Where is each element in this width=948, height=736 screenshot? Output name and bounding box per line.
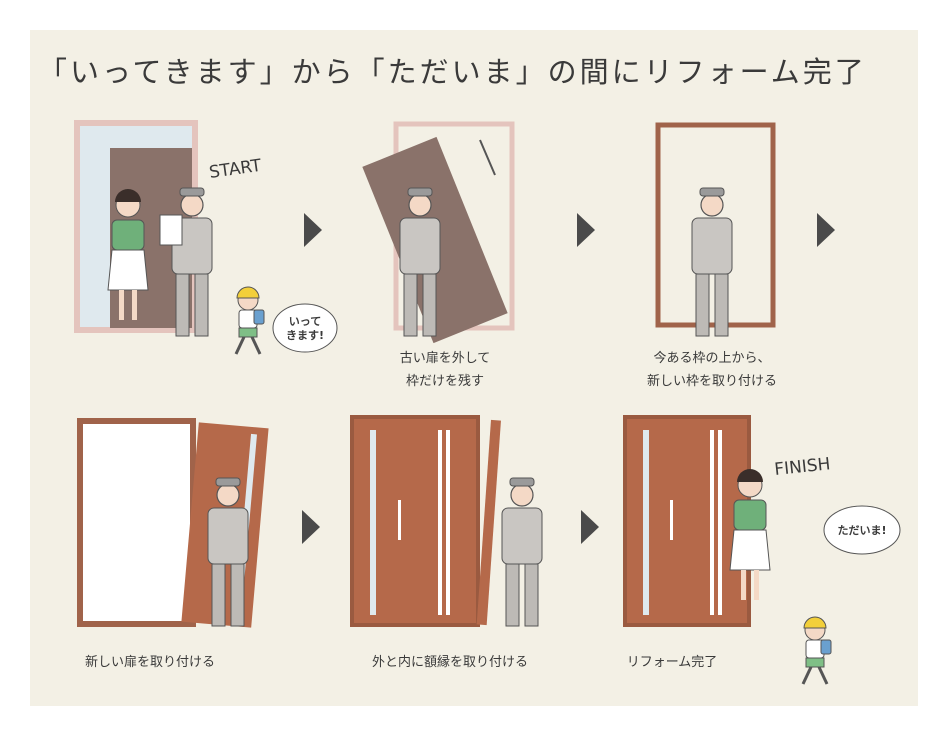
step-1-illustration: START いって きます! <box>74 120 338 356</box>
step-4-caption: 新しい扉を取り付ける <box>85 654 215 670</box>
arrow-right-icon <box>304 213 322 247</box>
step-3-caption-line2: 新しい枠を取り付ける <box>647 373 777 389</box>
step-3-caption-line1: 今ある枠の上から、 <box>653 350 770 366</box>
step-3-illustration <box>655 122 776 337</box>
bubble-leaving-line2: きます! <box>286 329 324 342</box>
step-5-caption: 外と内に額縁を取り付ける <box>372 654 528 670</box>
step-4-illustration <box>77 418 269 628</box>
step-6-caption: リフォーム完了 <box>627 655 718 670</box>
arrow-right-icon <box>817 213 835 247</box>
step-2-caption-line2: 枠だけを残す <box>406 374 484 389</box>
arrow-right-icon <box>581 510 599 544</box>
speech-bubble-leaving <box>272 303 338 353</box>
step-2-illustration <box>362 121 515 344</box>
title: 「いってきます」から「ただいま」の間にリフォーム完了 <box>38 55 867 89</box>
arrow-right-icon <box>302 510 320 544</box>
step-6-illustration: FINISH ただいま! <box>623 415 901 686</box>
arrow-right-icon <box>577 213 595 247</box>
step-2-caption-line1: 古い扉を外して <box>400 350 491 366</box>
speech-bubble-returning <box>823 505 901 555</box>
bubble-returning-text: ただいま! <box>837 524 886 537</box>
step-5-illustration <box>350 415 543 627</box>
bubble-leaving-line1: いって <box>289 315 321 328</box>
